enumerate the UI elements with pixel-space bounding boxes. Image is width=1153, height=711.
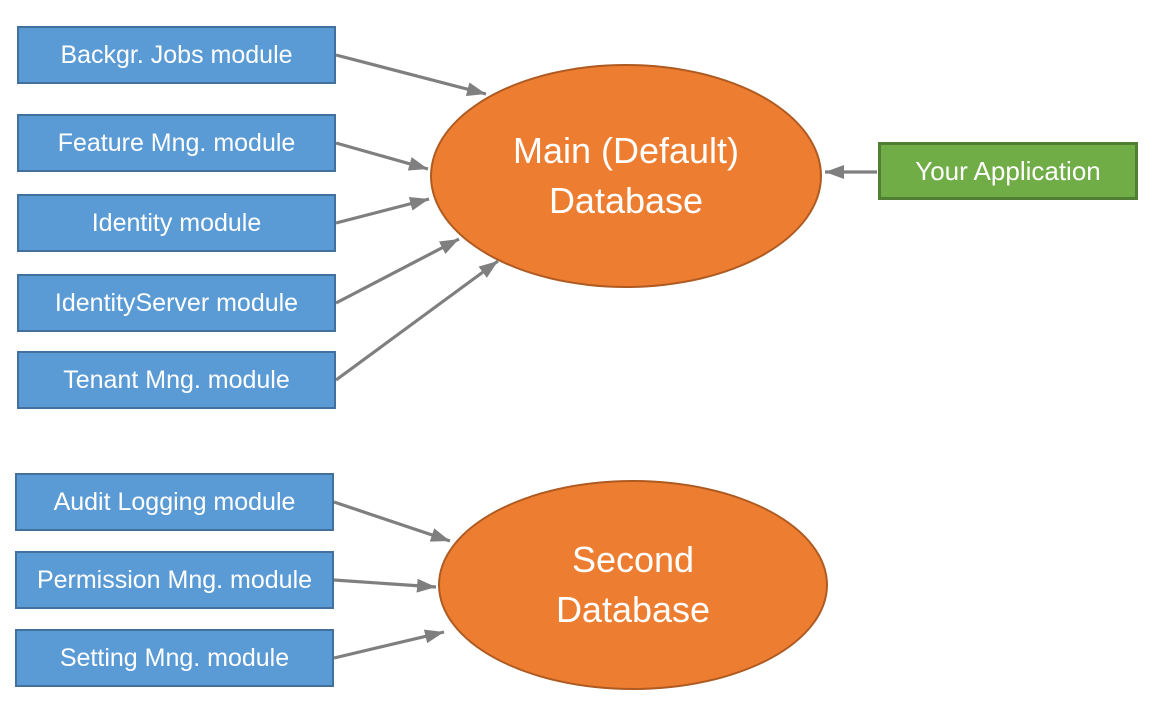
arrow-tenant-mng-to-main-db: [335, 259, 499, 382]
db-label-line1: Second: [571, 539, 695, 581]
node-identityserver-module: IdentityServer module: [17, 274, 336, 332]
arrow-permission-mng-to-second-db: [333, 578, 437, 593]
arrow-feature-mng-to-main-db: [335, 141, 429, 171]
node-backgr-jobs-module: Backgr. Jobs module: [17, 26, 336, 84]
db-label-line2: Database: [548, 180, 704, 221]
db-label-line1: Main (Default): [512, 130, 740, 172]
node-label: IdentityServer module: [54, 288, 299, 317]
db-label-line2: Database: [555, 589, 711, 630]
node-main-database: Main (Default) Database: [430, 64, 822, 288]
node-label: Permission Mng. module: [36, 565, 313, 594]
node-tenant-mng-module: Tenant Mng. module: [17, 351, 336, 409]
arrow-identity-server-to-main-db: [335, 237, 460, 305]
arrow-setting-mng-to-second-db: [333, 629, 445, 660]
arrow-identity-to-main-db: [335, 196, 430, 225]
node-label: Backgr. Jobs module: [60, 40, 293, 69]
arrow-audit-logging-to-second-db: [333, 500, 451, 543]
node-label: Audit Logging module: [53, 487, 296, 516]
node-your-application: Your Application: [878, 142, 1138, 200]
node-permission-mng-module: Permission Mng. module: [15, 551, 334, 609]
node-label: Your Application: [915, 155, 1101, 186]
node-label: Feature Mng. module: [57, 128, 296, 157]
arrow-backgr-jobs-to-main-db: [335, 53, 487, 96]
node-label: Tenant Mng. module: [63, 365, 290, 394]
node-identity-module: Identity module: [17, 194, 336, 252]
node-label: Identity module: [91, 208, 262, 237]
node-audit-logging-module: Audit Logging module: [15, 473, 334, 531]
node-feature-mng-module: Feature Mng. module: [17, 114, 336, 172]
node-label: Setting Mng. module: [59, 643, 290, 672]
node-second-database: Second Database: [438, 480, 828, 690]
node-setting-mng-module: Setting Mng. module: [15, 629, 334, 687]
